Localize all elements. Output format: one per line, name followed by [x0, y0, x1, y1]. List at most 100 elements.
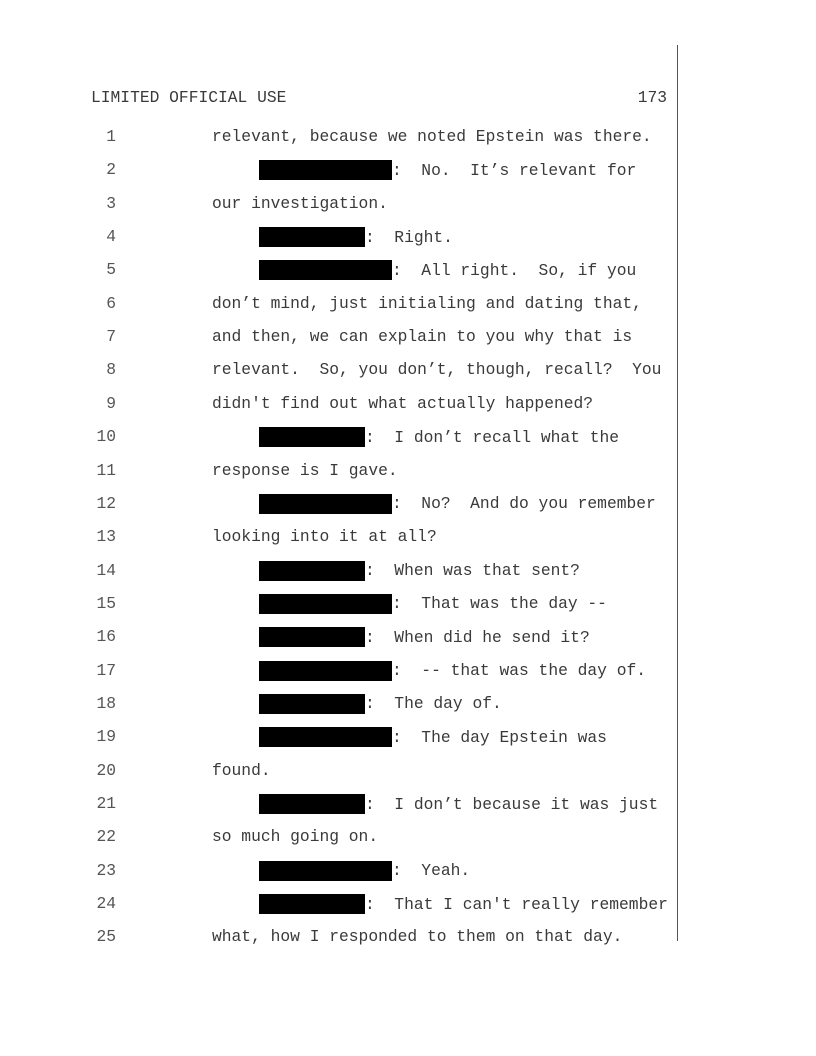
line-number: 19 — [96, 727, 116, 747]
redacted-speaker-name — [259, 693, 365, 714]
line-text: relevant, because we noted Epstein was t… — [212, 127, 652, 146]
line-text: relevant. So, you don’t, though, recall?… — [212, 360, 662, 380]
speaker-line: : That I can't really remember — [259, 894, 668, 915]
redacted-speaker-name — [259, 260, 392, 281]
transcript-line: 24 : That I can't really remember — [0, 894, 680, 918]
speaker-line: : I don’t because it was just — [259, 794, 658, 814]
speaker-line: : The day of. — [259, 693, 502, 714]
redacted-speaker-name — [259, 560, 365, 581]
line-number: 13 — [96, 527, 116, 547]
transcript-line: 10 : I don’t recall what the — [0, 427, 680, 451]
transcript-line: 8 relevant. So, you don’t, though, recall… — [0, 360, 680, 384]
transcript-line: 18 : The day of. — [0, 693, 680, 718]
speaker-line: : When was that sent? — [259, 560, 580, 581]
speaker-line: : When did he send it? — [259, 627, 590, 648]
transcript-line: 13 looking into it at all? — [0, 527, 680, 551]
line-number: 5 — [106, 260, 116, 280]
classification-label: LIMITED OFFICIAL USE — [91, 88, 287, 107]
redacted-speaker-name — [259, 660, 392, 681]
transcript-line: 7 and then, we can explain to you why tha… — [0, 327, 680, 351]
margin-rule — [677, 45, 678, 941]
line-text: response is I gave. — [212, 460, 398, 480]
line-text: : When was that sent? — [365, 561, 580, 581]
redacted-speaker-name — [259, 727, 392, 748]
line-text: looking into it at all? — [212, 527, 437, 547]
redacted-speaker-name — [259, 794, 365, 814]
transcript-line: 25 what, how I responded to them on that … — [0, 927, 680, 951]
transcript-line: 9 didn't find out what actually happened? — [0, 394, 680, 418]
line-text: what, how I responded to them on that da… — [212, 927, 623, 947]
transcript-line: 23 : Yeah. — [0, 860, 680, 885]
line-text: : The day Epstein was — [392, 727, 607, 747]
line-number: 2 — [106, 160, 116, 180]
line-number: 1 — [106, 127, 116, 146]
transcript-line: 14 : When was that sent? — [0, 560, 680, 585]
speaker-line: : Right. — [259, 227, 453, 248]
line-text: : I don’t because it was just — [365, 794, 659, 814]
transcript-line: 19 : The day Epstein was — [0, 727, 680, 751]
redacted-speaker-name — [259, 593, 392, 614]
transcript-line: 2 : No. It’s relevant for — [0, 160, 680, 184]
speaker-line: : No. It’s relevant for — [259, 160, 637, 181]
line-text: : Right. — [365, 227, 453, 247]
transcript-line: 6 don’t mind, just initialing and dating … — [0, 294, 680, 318]
redacted-speaker-name — [259, 227, 365, 248]
speaker-line: : Yeah. — [259, 860, 471, 881]
line-number: 12 — [96, 493, 116, 513]
transcript-line: 11 response is I gave. — [0, 461, 680, 485]
line-number: 24 — [96, 894, 116, 914]
line-number: 9 — [106, 393, 116, 413]
line-number: 4 — [106, 227, 116, 247]
line-number: 14 — [96, 560, 116, 580]
transcript-line: 4 : Right. — [0, 227, 680, 251]
speaker-line: : The day Epstein was — [259, 727, 607, 748]
redacted-speaker-name — [259, 627, 365, 648]
line-text: : -- that was the day of. — [392, 661, 647, 681]
line-number: 21 — [96, 794, 116, 813]
transcript-line: 15 : That was the day -- — [0, 593, 680, 618]
transcript-line: 1 relevant, because we noted Epstein was … — [0, 127, 680, 151]
speaker-line: : I don’t recall what the — [259, 427, 620, 448]
line-number: 22 — [96, 827, 116, 847]
redacted-speaker-name — [259, 160, 392, 181]
line-number: 3 — [106, 193, 116, 213]
transcript-line: 16: When did he send it? — [0, 627, 680, 651]
speaker-line: : That was the day -- — [259, 593, 607, 614]
line-number: 11 — [96, 460, 116, 480]
line-number: 17 — [96, 660, 116, 680]
line-number: 6 — [106, 293, 116, 313]
line-text: : No? And do you remember — [392, 494, 656, 514]
speaker-line: : -- that was the day of. — [259, 660, 647, 681]
line-text: : Yeah. — [392, 861, 471, 881]
redacted-speaker-name — [259, 894, 365, 915]
line-number: 8 — [106, 360, 116, 380]
redacted-speaker-name — [259, 860, 392, 881]
line-number: 15 — [96, 593, 116, 613]
transcript-line: 17 : -- that was the day of. — [0, 660, 680, 685]
transcript-line: 21 : I don’t because it was just — [0, 794, 680, 818]
line-text: : I don’t recall what the — [365, 427, 620, 447]
line-text: : No. It’s relevant for — [392, 160, 637, 180]
line-text: : The day of. — [365, 694, 502, 714]
line-text: : All right. So, if you — [392, 260, 637, 280]
line-number: 10 — [96, 427, 116, 447]
page-header: LIMITED OFFICIAL USE 173 — [91, 88, 667, 110]
line-text: : That was the day -- — [392, 594, 607, 614]
transcript-line: 5 : All right. So, if you — [0, 260, 680, 284]
line-number: 23 — [96, 860, 116, 880]
line-number: 25 — [96, 927, 116, 947]
transcript-line: 12 : No? And do you remember — [0, 493, 680, 518]
line-number: 18 — [96, 693, 116, 713]
redacted-speaker-name — [259, 493, 392, 514]
redacted-speaker-name — [259, 427, 365, 448]
page-number: 173 — [637, 88, 667, 107]
line-number: 7 — [106, 327, 116, 347]
line-text: don’t mind, just initialing and dating t… — [212, 293, 642, 313]
line-text: didn't find out what actually happened? — [212, 393, 594, 413]
line-number: 20 — [96, 760, 116, 780]
line-text: : When did he send it? — [365, 627, 590, 647]
line-text: and then, we can explain to you why that… — [212, 327, 633, 347]
